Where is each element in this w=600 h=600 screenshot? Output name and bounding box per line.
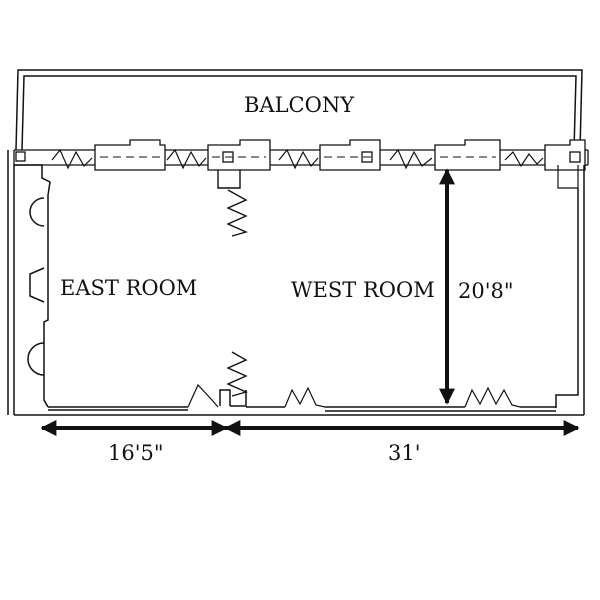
right-end-box xyxy=(557,165,579,189)
front-folding-doors xyxy=(51,148,544,170)
right-wall xyxy=(555,165,585,415)
back-wall xyxy=(14,389,584,416)
east-room-label: EAST ROOM xyxy=(60,276,198,300)
balcony-railing xyxy=(15,69,583,151)
west-room-label: WEST ROOM xyxy=(291,278,435,302)
folding-partition xyxy=(217,170,249,397)
back-doors xyxy=(187,383,521,408)
left-wall xyxy=(7,150,51,415)
room-depth-dimension: 20'8" xyxy=(458,279,514,303)
west-room-width-dimension: 31' xyxy=(388,441,421,465)
balcony-label: BALCONY xyxy=(244,93,355,117)
east-room-width-dimension: 16'5" xyxy=(108,441,164,465)
